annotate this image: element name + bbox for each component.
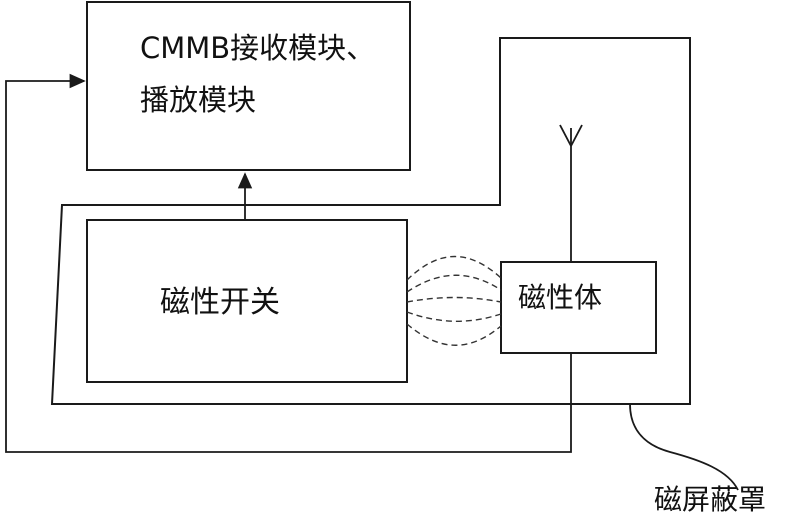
- cmmb-module-label-line2: 播放模块: [140, 86, 256, 115]
- antenna-icon: [560, 125, 582, 262]
- magnetic-shield-label: 磁屏蔽罩: [654, 486, 766, 514]
- magnet-label: 磁性体: [518, 284, 602, 312]
- magnetic-field-lines: [407, 257, 501, 346]
- cmmb-module-label-line1: CMMB接收模块、: [140, 34, 375, 63]
- magnetic-switch-label: 磁性开关: [160, 288, 280, 318]
- antenna-feed-wire: [6, 81, 571, 452]
- shield-leader-line: [630, 404, 738, 490]
